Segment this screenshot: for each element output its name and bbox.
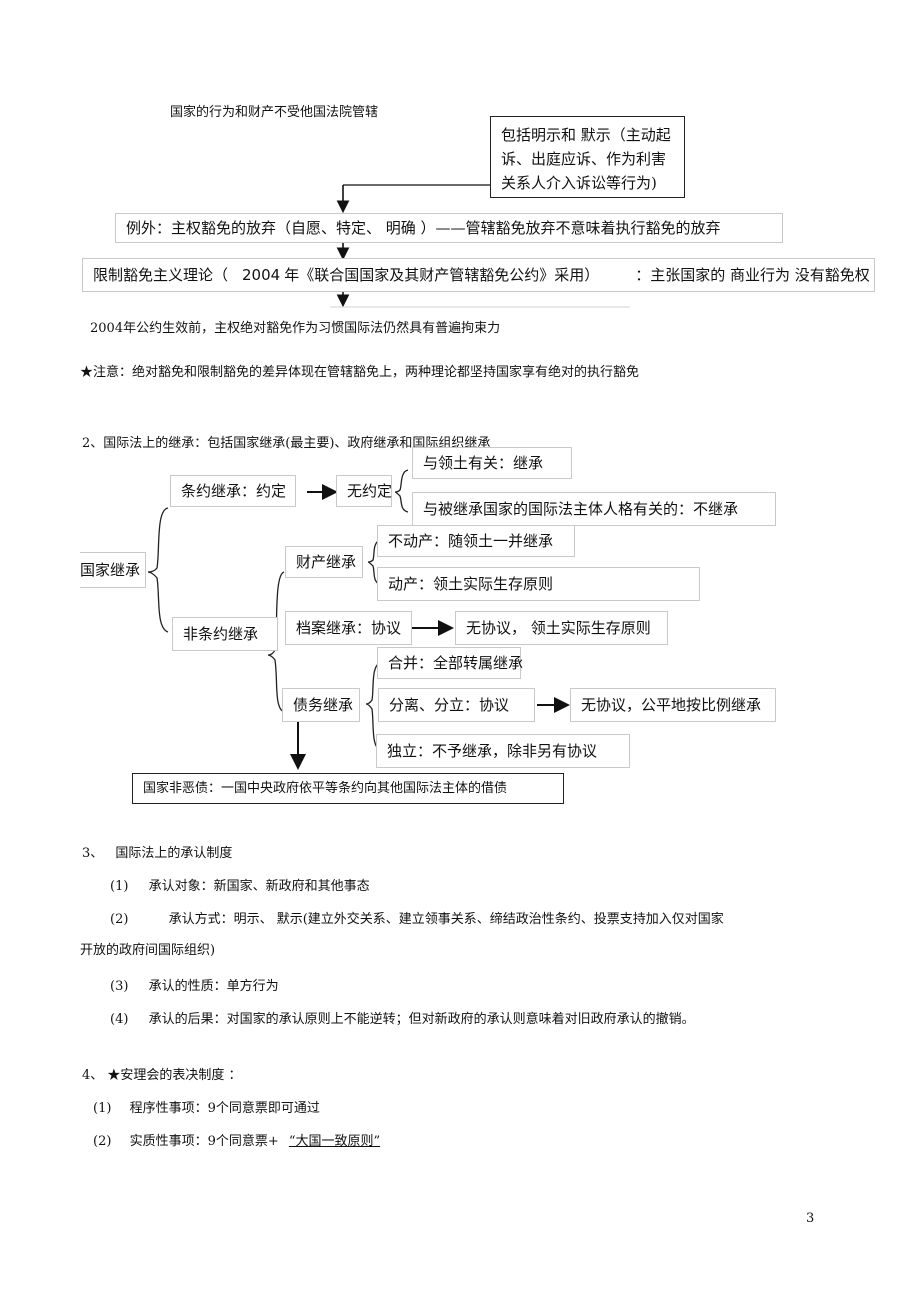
recognition-item-1: (1) 承认对象：新国家、新政府和其他事态: [110, 875, 370, 894]
recognition-item-2: (2) 承认方式：明示、 默示(建立外交关系、建立领事关系、缔结政治性条约、投票…: [110, 908, 724, 927]
item-number: (2): [93, 1134, 112, 1149]
separation-box: 分离、分立：协议: [378, 688, 535, 722]
waiver-box: 包括明示和 默示（主动起诉、出庭应诉、作为利害关系人介入诉讼等行为): [490, 116, 685, 198]
item-number: (2): [110, 912, 129, 927]
item-text: 承认对象：新国家、新政府和其他事态: [148, 879, 370, 894]
item-text: 实质性事项：9个同意票+: [129, 1134, 279, 1149]
restrictive-part2: 年《联合国国家及其财产管辖豁免公约》采用）: [284, 265, 600, 284]
item-number: (1): [93, 1101, 112, 1116]
voting-item-1: (1) 程序性事项：9个同意票即可通过: [93, 1097, 320, 1116]
great-power-unanimity: “大国一致原则”: [288, 1134, 381, 1149]
brace-no-agreement: [394, 469, 409, 513]
restrictive-immunity-box: 限制豁免主义理论（ 2004 年《联合国国家及其财产管辖豁免公约》采用） ：主张…: [82, 258, 875, 292]
brace-root: [147, 507, 169, 633]
movable-property-box: 动产：领土实际生存原则: [377, 567, 700, 601]
recognition-heading-num: 3、: [82, 846, 104, 861]
state-succession-root: 国家继承: [80, 552, 146, 588]
recognition-item-2-continued: 开放的政府间国际组织): [80, 943, 216, 958]
item-text: 程序性事项：9个同意票即可通过: [129, 1101, 320, 1116]
succession-heading: 2、国际法上的继承：包括国家继承(最主要)、政府继承和国际组织继承: [82, 436, 491, 451]
recognition-item-4: (4) 承认的后果：对国家的承认原则上不能逆转；但对新政府的承认则意味着对旧政府…: [110, 1008, 695, 1027]
no-agreement-box: 无约定: [336, 475, 392, 507]
sovereign-immunity-line: 国家的行为和财产不受他国法院管辖: [170, 105, 379, 120]
non-treaty-succession-box: 非条约继承: [172, 617, 278, 651]
item-text: 承认的性质：单方行为: [148, 979, 279, 994]
independence-box: 独立：不予继承，除非另有协议: [376, 734, 630, 768]
exception-box: 例外：主权豁免的放弃（自愿、特定、 明确 ）——管辖豁免放弃不意味着执行豁免的放…: [115, 213, 783, 243]
archives-no-agreement-box: 无协议， 领土实际生存原则: [455, 611, 668, 645]
star-note: ★注意：绝对豁免和限制豁免的差异体现在管辖豁免上，两种理论都坚持国家享有绝对的执…: [80, 365, 640, 380]
personality-related-box: 与被继承国家的国际法主体人格有关的：不继承: [412, 492, 776, 526]
odious-debt-box: 国家非恶债：一国中央政府依平等条约向其他国际法主体的借债: [132, 773, 564, 804]
item-text: 承认方式：明示、 默示(建立外交关系、建立领事关系、缔结政治性条约、投票支持加入…: [168, 912, 724, 927]
recognition-heading: 3、 国际法上的承认制度: [82, 842, 232, 861]
convention-note: 2004年公约生效前，主权绝对豁免作为习惯国际法仍然具有普遍拘束力: [90, 321, 501, 336]
separation-no-agreement-box: 无协议，公平地按比例继承: [570, 688, 776, 722]
territory-related-box: 与领土有关：继承: [412, 447, 572, 479]
restrictive-part3: ：主张国家的 商业行为 没有豁免权: [635, 265, 870, 284]
item-number: (1): [110, 879, 129, 894]
immovable-property-box: 不动产：随领土一并继承: [377, 525, 575, 557]
archives-succession-box: 档案继承：协议: [285, 611, 412, 645]
voting-item-2: (2) 实质性事项：9个同意票+ “大国一致原则”: [93, 1130, 380, 1149]
treaty-succession-box: 条约继承：约定: [170, 475, 296, 507]
restrictive-part1: 限制豁免主义理论（: [93, 265, 229, 284]
item-text: 承认的后果：对国家的承认原则上不能逆转；但对新政府的承认则意味着对旧政府承认的撤…: [148, 1012, 695, 1027]
property-succession-box: 财产继承: [285, 546, 363, 578]
item-number: (3): [110, 979, 129, 994]
recognition-item-3: (3) 承认的性质：单方行为: [110, 975, 279, 994]
recognition-heading-text: 国际法上的承认制度: [115, 846, 233, 861]
voting-heading: 4、 ★安理会的表决制度 ：: [82, 1068, 242, 1083]
item-number: (4): [110, 1012, 129, 1027]
restrictive-year: 2004: [242, 265, 281, 284]
merger-box: 合并：全部转属继承: [377, 647, 523, 679]
page-number: 3: [806, 1211, 815, 1226]
debt-succession-box: 债务继承: [282, 688, 360, 722]
